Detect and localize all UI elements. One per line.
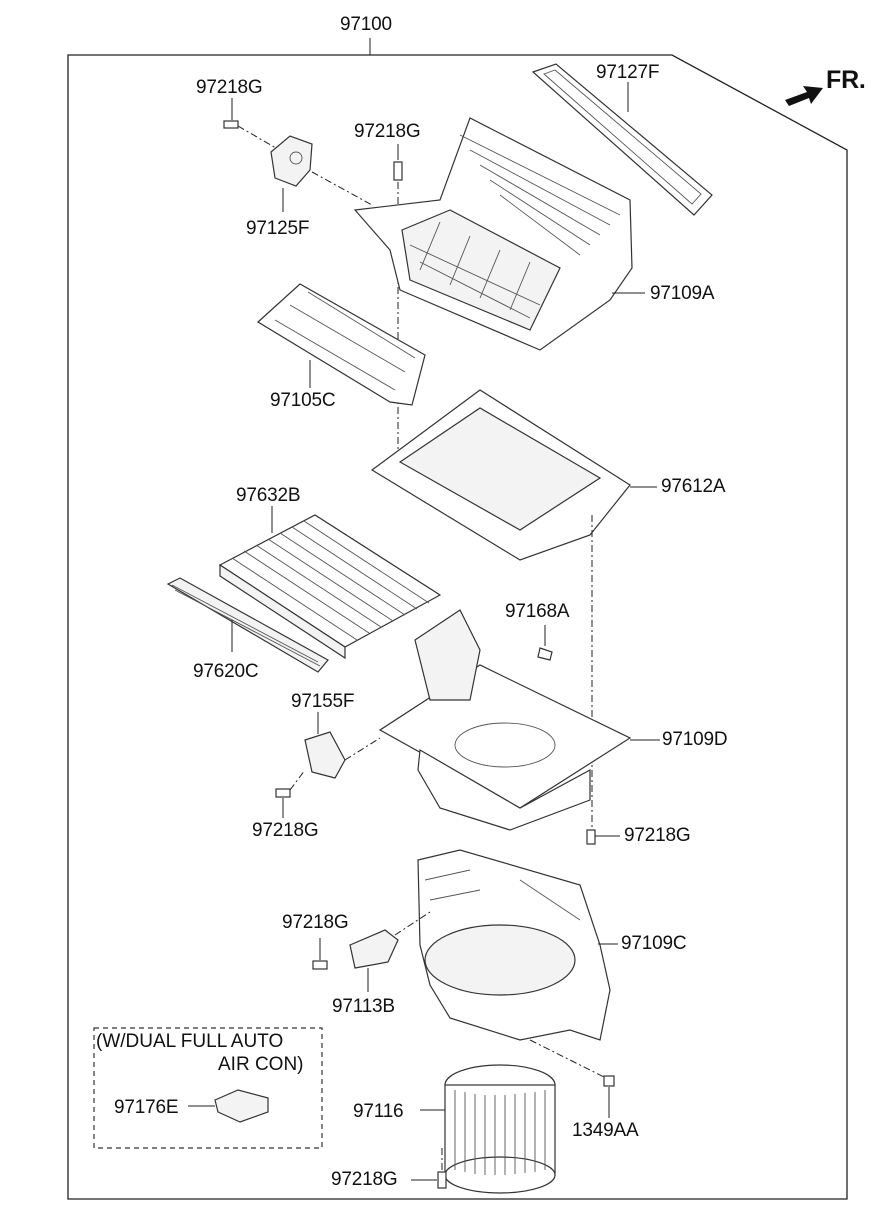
filter-97632B xyxy=(218,506,442,660)
callout-97113B: 97113B xyxy=(332,996,395,1017)
callout-97620C: 97620C xyxy=(193,661,259,682)
callout-97218G-top-mid: 97218G xyxy=(354,121,421,142)
screw-top-left xyxy=(223,98,277,149)
sensor-97176E xyxy=(188,1089,269,1123)
callout-97176E: 97176E xyxy=(114,1097,179,1118)
front-direction-label: FR. xyxy=(826,66,866,94)
callout-97612A: 97612A xyxy=(661,476,726,497)
option-box xyxy=(93,1027,323,1149)
front-arrow-icon xyxy=(785,86,823,106)
door-97105C xyxy=(257,283,426,406)
filter-frame-97612A xyxy=(370,389,657,830)
screw-top-mid xyxy=(393,144,403,460)
upper-case-97109A xyxy=(353,117,645,351)
screw-bottom xyxy=(411,1145,447,1189)
cover-97620C xyxy=(166,577,329,673)
lower-case-97109D xyxy=(344,609,660,831)
actuator-97125F xyxy=(270,135,373,212)
resistor-97113B xyxy=(349,911,431,992)
nut-1349AA xyxy=(603,1075,615,1118)
callout-97168A: 97168A xyxy=(505,601,570,622)
option-note-line1: (W/DUAL FULL AUTO xyxy=(96,1031,284,1052)
callout-97109A: 97109A xyxy=(650,283,715,304)
callout-97218G-bottom: 97218G xyxy=(331,1169,398,1190)
callout-97218G-lower-left: 97218G xyxy=(282,912,349,933)
callout-1349AA: 1349AA xyxy=(572,1120,639,1141)
callout-97632B: 97632B xyxy=(236,485,301,506)
screw-mid-right xyxy=(586,829,620,845)
assembly-number-label: 97100 xyxy=(340,14,392,35)
callout-97218G-mid-left: 97218G xyxy=(252,820,319,841)
callout-97105C: 97105C xyxy=(270,390,336,411)
actuator-97155F xyxy=(304,712,346,779)
callout-97127F: 97127F xyxy=(596,62,660,83)
seal-frame-97127F xyxy=(531,63,713,216)
screw-lower-left xyxy=(312,938,328,970)
callout-97218G-mid-right: 97218G xyxy=(624,825,691,846)
option-note-line2: AIR CON) xyxy=(218,1054,304,1075)
clip-97168A xyxy=(537,625,553,661)
scroll-case-97109C xyxy=(417,849,618,1081)
callout-97155F: 97155F xyxy=(291,691,355,712)
blower-motor-97116 xyxy=(420,1064,556,1194)
screw-mid-left xyxy=(275,769,306,818)
callout-97109C: 97109C xyxy=(621,933,687,954)
callout-97116: 97116 xyxy=(353,1101,404,1122)
assembly-frame xyxy=(67,54,848,1200)
callout-97125F: 97125F xyxy=(246,218,310,239)
callout-97109D: 97109D xyxy=(662,729,728,750)
callout-97218G-top-left: 97218G xyxy=(196,77,263,98)
